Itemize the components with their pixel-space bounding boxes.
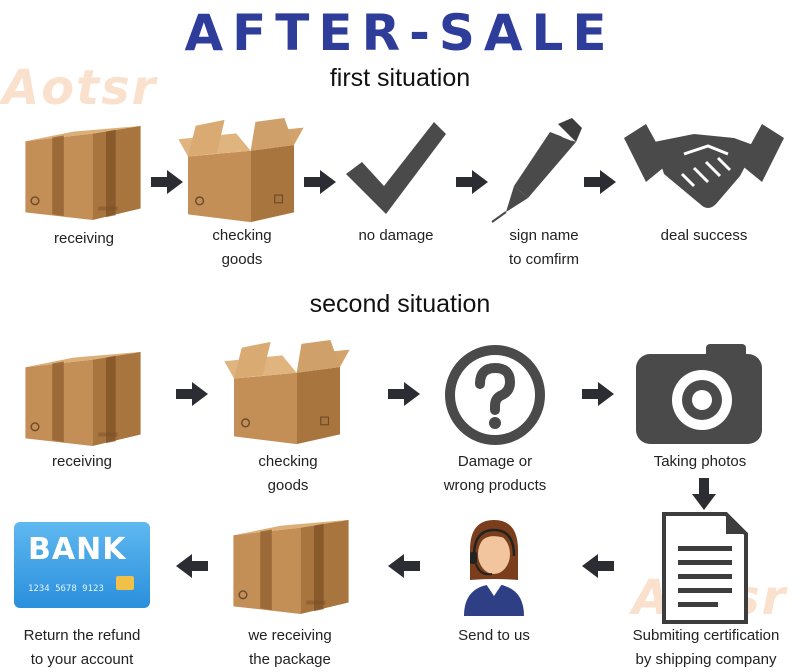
camera-icon: [636, 344, 762, 444]
arrow-right-icon: [584, 170, 616, 194]
step-label: deal success: [660, 227, 748, 244]
document-icon: [662, 512, 748, 624]
arrow-right-icon: [582, 382, 614, 406]
step-label: receiving: [53, 230, 115, 247]
question-icon: [445, 345, 545, 445]
arrow-left-icon: [176, 554, 208, 578]
bank-card-icon: BANK 1234 5678 9123: [14, 522, 150, 608]
closed-box-icon: [24, 125, 142, 220]
pen-icon: [491, 118, 582, 223]
arrow-right-icon: [304, 170, 336, 194]
closed-box-icon: [24, 351, 142, 446]
bank-card-number: 1234 5678 9123: [28, 584, 104, 594]
open-box-icon: [177, 118, 305, 223]
second-situation-heading: second situation: [309, 290, 491, 318]
watermark-top: Aotsr: [2, 60, 158, 116]
step-label: no damage: [358, 227, 434, 244]
support-agent-icon: [464, 520, 524, 616]
arrow-right-icon: [456, 170, 488, 194]
bank-card-brand: BANK: [28, 532, 127, 567]
page-title: AFTER-SALE: [184, 4, 616, 62]
arrow-left-icon: [582, 554, 614, 578]
step-label: Taking photos: [653, 453, 747, 470]
arrow-down-icon: [692, 478, 716, 510]
arrow-left-icon: [388, 554, 420, 578]
open-box-icon: [223, 340, 351, 445]
check-mark-icon: [346, 122, 446, 214]
first-situation-heading: first situation: [329, 64, 471, 92]
arrow-right-icon: [388, 382, 420, 406]
arrow-right-icon: [176, 382, 208, 406]
step-label: Send to us: [458, 627, 530, 644]
step-label: receiving: [51, 453, 113, 470]
closed-box-icon: [232, 519, 350, 614]
handshake-icon: [624, 124, 784, 208]
